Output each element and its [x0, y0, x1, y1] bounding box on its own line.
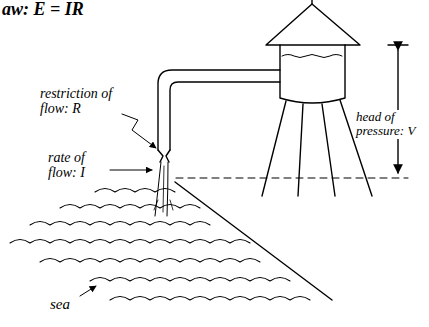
roof-finial [311, 0, 312, 4]
leader-line [122, 114, 156, 148]
callout-label: restriction of flow: R [40, 86, 120, 117]
tank-water-surface [282, 55, 342, 58]
sea-waves [10, 189, 310, 301]
restriction [166, 150, 170, 162]
tower-roof [266, 4, 360, 45]
pipe-outer [158, 70, 280, 150]
leader-line [80, 286, 96, 296]
tower-leg [262, 101, 286, 196]
dimension-label: head of pressure: V [356, 110, 426, 139]
level-line [176, 178, 408, 179]
sea-wall [175, 182, 332, 300]
tower-leg [298, 104, 303, 196]
dimension-tick [388, 44, 408, 45]
callout-label: rate of flow: I [48, 150, 108, 181]
tank [280, 45, 345, 103]
law-heading: aw: E = IR [2, 0, 132, 20]
leader-line [110, 170, 152, 171]
callout-label: sea [50, 296, 90, 313]
restriction [158, 150, 163, 162]
pipe-inner [170, 82, 280, 150]
tower-leg [322, 104, 335, 196]
